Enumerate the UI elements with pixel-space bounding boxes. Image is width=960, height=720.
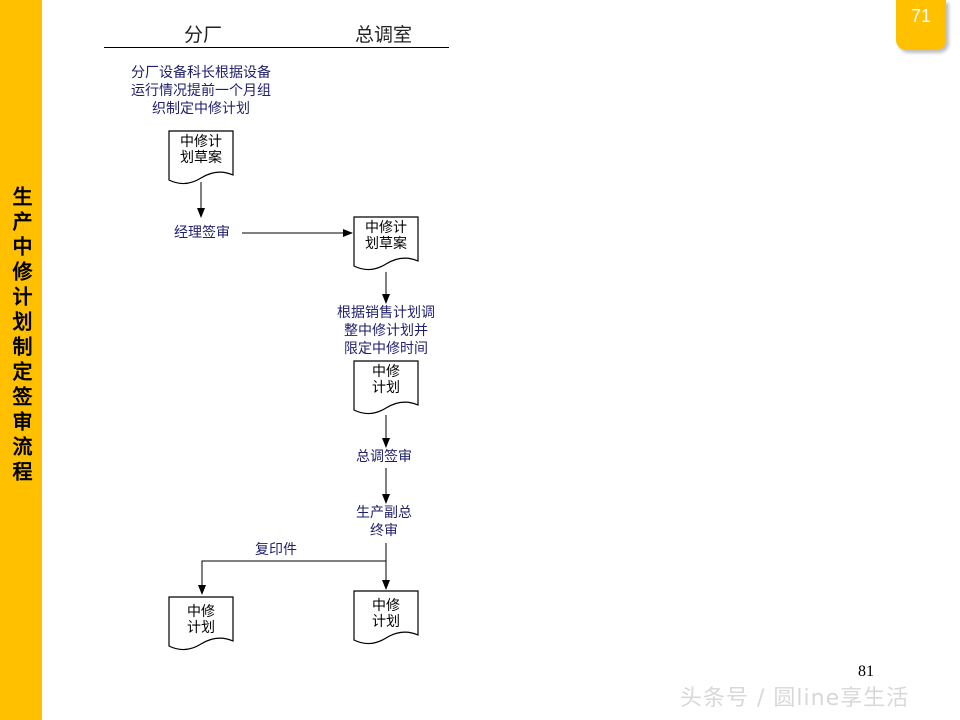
document-label: 中修 计划 xyxy=(187,604,215,636)
document-label: 中修计 划草案 xyxy=(180,134,222,166)
step-vp-final-review: 生产副总 终审 xyxy=(356,505,412,539)
copy-label: 复印件 xyxy=(255,542,297,558)
document-plan-draft-1: 中修计 划草案 xyxy=(168,130,234,188)
sidebar-title: 生产中修计划制定签审流程 xyxy=(9,186,33,486)
document-icon xyxy=(168,130,234,185)
page-badge-number: 71 xyxy=(910,6,932,26)
document-icon xyxy=(353,590,419,645)
page-number: 81 xyxy=(858,663,874,680)
document-icon xyxy=(168,596,234,651)
step-manager-review: 经理签审 xyxy=(174,225,230,241)
step-plan-draft-note: 分厂设备科长根据设备 运行情况提前一个月组 织制定中修计划 xyxy=(131,65,271,117)
watermark: 头条号 / 圆line享生活 xyxy=(680,686,910,711)
arrow-copy-to-doc4 xyxy=(198,560,386,595)
document-label: 中修 计划 xyxy=(372,598,400,630)
column-header-dispatch: 总调室 xyxy=(355,24,413,46)
document-label: 中修 计划 xyxy=(372,364,400,396)
document-plan-copy: 中修 计划 xyxy=(168,596,234,654)
document-plan-1: 中修 计划 xyxy=(353,360,419,418)
document-icon xyxy=(353,216,419,271)
document-icon xyxy=(353,360,419,415)
step-dispatch-review: 总调签审 xyxy=(356,449,412,465)
document-label: 中修计 划草案 xyxy=(365,220,407,252)
document-plan-draft-2: 中修计 划草案 xyxy=(353,216,419,274)
document-plan-final: 中修 计划 xyxy=(353,590,419,648)
page-badge: 71 xyxy=(896,0,946,50)
sidebar: 生产中修计划制定签审流程 xyxy=(0,0,42,720)
column-header-factory: 分厂 xyxy=(184,24,223,46)
header-divider xyxy=(104,47,449,48)
step-adjust-plan-note: 根据销售计划调 整中修计划并 限定中修时间 xyxy=(337,305,435,357)
